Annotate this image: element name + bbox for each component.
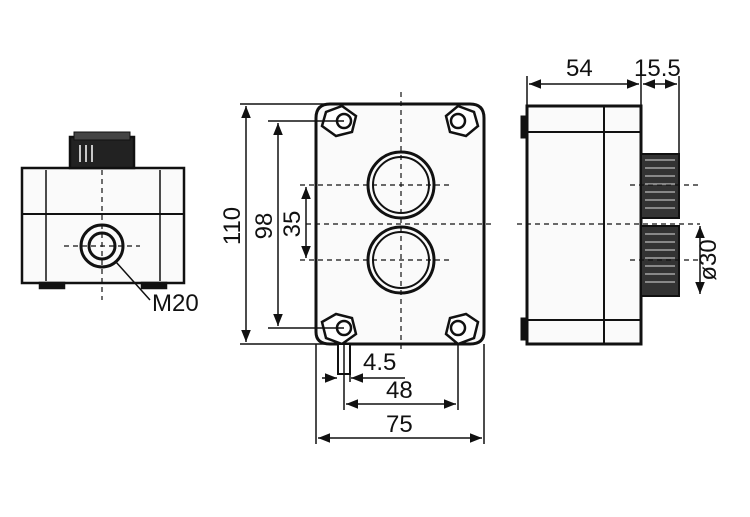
dim-15-5: 15.5 — [634, 55, 681, 82]
side-housing — [525, 104, 643, 346]
dim-48: 48 — [386, 377, 413, 404]
dim-110: 110 — [219, 207, 246, 245]
dim-o30: ø30 — [695, 239, 722, 280]
gland-thread-label: M20 — [152, 290, 199, 317]
side-button-bottom — [640, 225, 680, 297]
front-dimensions — [240, 103, 485, 444]
side-button-top — [640, 153, 680, 219]
dim-54: 54 — [566, 55, 593, 82]
side-view — [517, 104, 700, 346]
dim-75: 75 — [386, 411, 413, 438]
front-view — [300, 92, 494, 375]
dim-4-5: 4.5 — [363, 349, 396, 376]
dim-35: 35 — [279, 211, 306, 238]
side-dimensions — [526, 76, 705, 294]
left-view — [20, 131, 186, 301]
dim-98: 98 — [251, 213, 278, 240]
